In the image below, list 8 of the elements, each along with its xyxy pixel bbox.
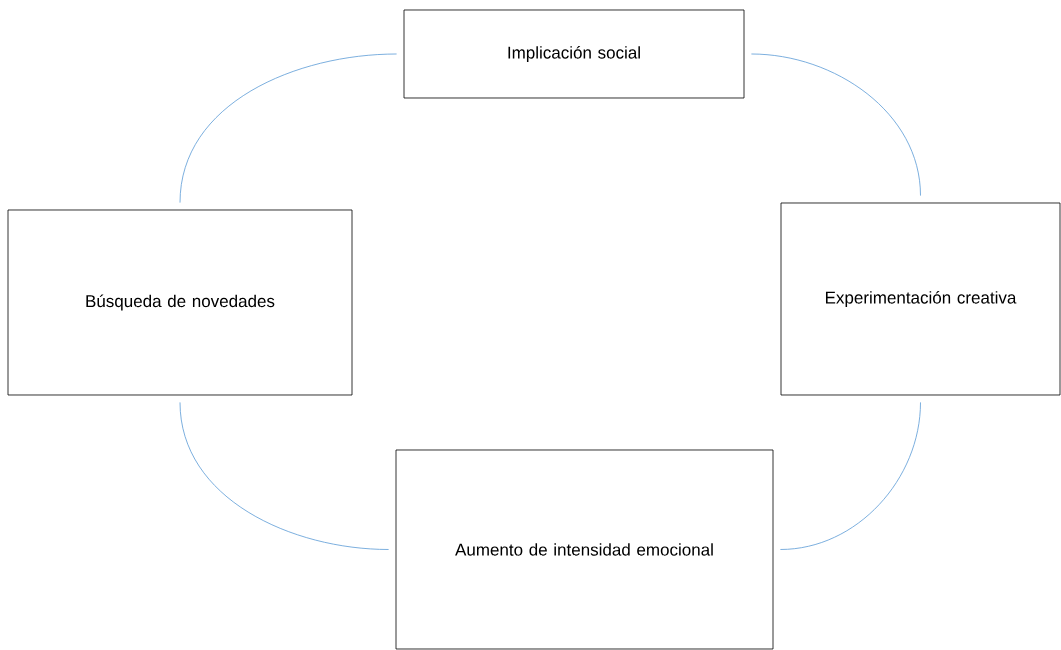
text-box: Experimentación creativa [780, 202, 1061, 396]
text-box: Aumento de intensidad emocional [395, 449, 774, 650]
text-box: Implicación social [403, 9, 745, 99]
connector-arc [780, 402, 921, 550]
text-box: Búsqueda de novedades [7, 209, 353, 396]
connector-arc [179, 402, 389, 550]
connector-arc [751, 53, 921, 196]
connector-arc [179, 53, 397, 203]
